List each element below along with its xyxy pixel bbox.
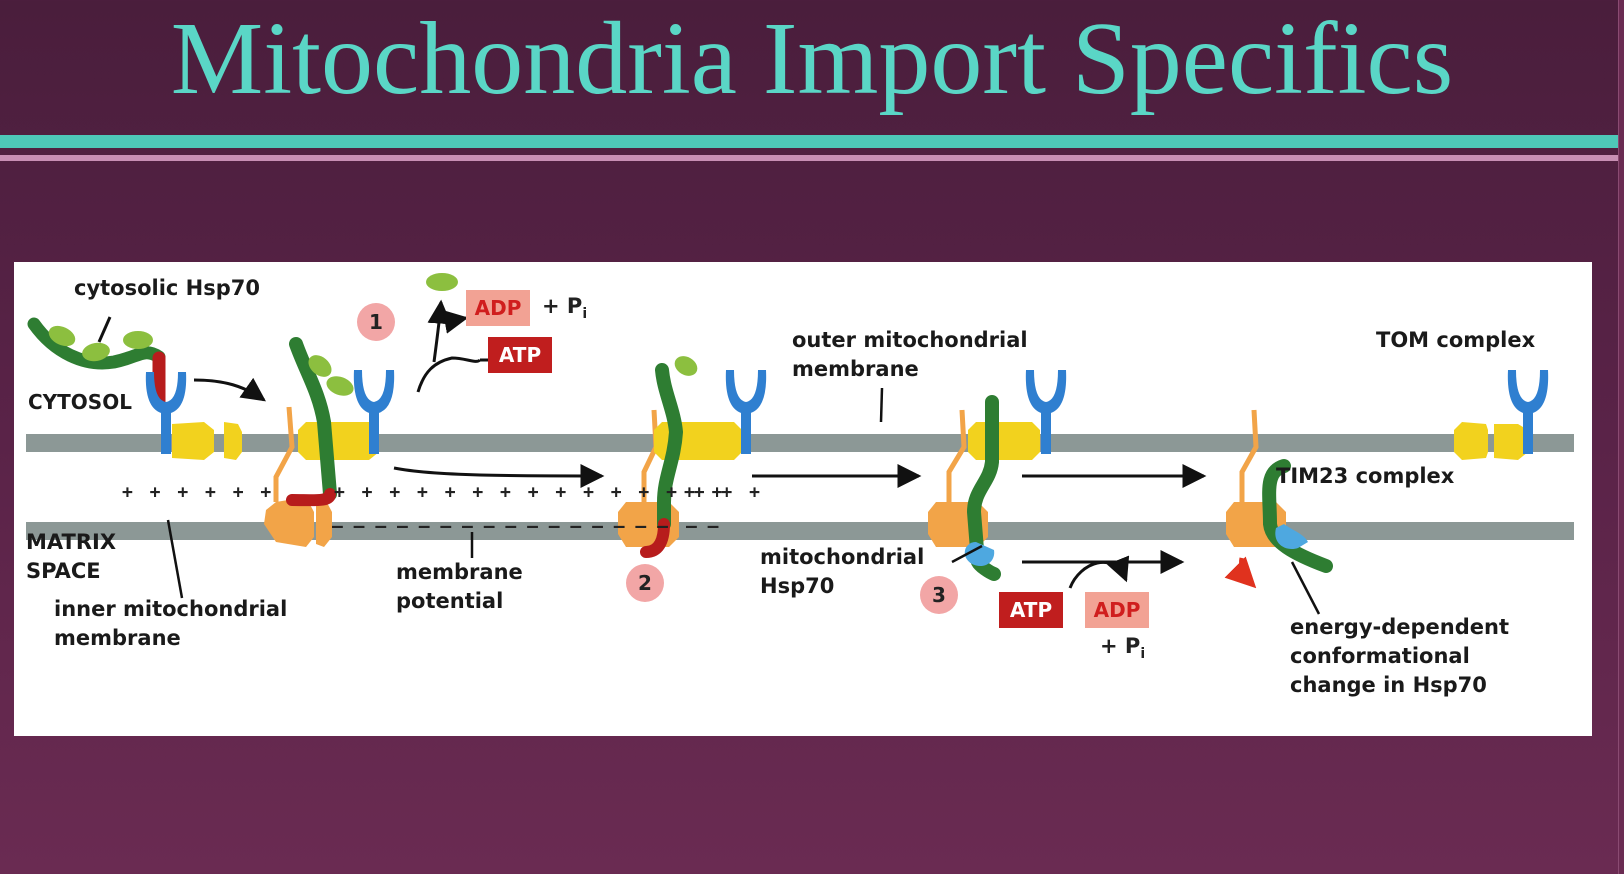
charges-minus-right: – – [686, 516, 719, 537]
label-membrane-potential-2: potential [396, 589, 504, 613]
step-3-badge: 3 [920, 576, 958, 614]
pi-text-3: + P [1100, 634, 1141, 658]
charges-plus-mid: + + + + + + + + + + + + + + + + [334, 482, 763, 503]
step-2-badge: 2 [626, 564, 664, 602]
slide-title: Mitochondria Import Specifics [170, 1, 1454, 116]
label-inner-membrane-1: inner mitochondrial [54, 597, 288, 621]
label-outer-membrane-2: membrane [792, 357, 919, 381]
label-cytosol: CYTOSOL [28, 390, 132, 414]
label-mito-hsp70-1: mitochondrial [760, 545, 925, 569]
adp-box-step3: ADP [1085, 592, 1149, 628]
stage-4 [1224, 409, 1333, 615]
label-tom-complex: TOM complex [1376, 328, 1536, 352]
label-energy-1: energy-dependent [1290, 615, 1509, 639]
title-rule-teal [0, 135, 1618, 148]
label-matrix-1: MATRIX [26, 530, 117, 554]
outer-membrane-leader [879, 387, 884, 423]
step-1-badge: 1 [357, 303, 395, 341]
charges-minus: – – – – – – – – – – – – – – – – [332, 516, 668, 537]
label-outer-membrane-1: outer mitochondrial [792, 328, 1028, 352]
pi-text: + P [542, 294, 583, 318]
pi-sub: i [582, 306, 588, 323]
charges-plus-left: + + + + + + [122, 482, 275, 503]
pi-step3: + Pi [1100, 634, 1145, 662]
pi-sub-3: i [1140, 646, 1146, 663]
atp-box-step1: ATP [488, 337, 552, 373]
label-cytosolic-hsp70: cytosolic Hsp70 [74, 276, 261, 300]
stage-3 [928, 370, 1207, 589]
atp-box-step3: ATP [999, 592, 1063, 628]
label-mito-hsp70-2: Hsp70 [760, 574, 835, 598]
title-rule-pink [0, 155, 1618, 161]
label-energy-2: conformational [1290, 644, 1470, 668]
stage-2 [618, 356, 922, 558]
label-matrix-2: SPACE [26, 559, 101, 583]
label-tim23-complex: TIM23 complex [1276, 464, 1455, 488]
adp-box-step1: ADP [466, 290, 530, 326]
charges-plus-right: + + [684, 482, 726, 503]
outer-membrane [26, 434, 1574, 452]
label-membrane-potential-1: membrane [396, 560, 523, 584]
pi-step1: + Pi [542, 294, 587, 322]
stage-5 [1454, 370, 1549, 460]
label-energy-3: change in Hsp70 [1290, 673, 1487, 697]
import-diagram: cytosolic Hsp70 CYTOSOL 1 ADP + Pi ATP o… [14, 262, 1592, 736]
inner-membrane [26, 522, 1574, 540]
stage-1 [264, 273, 605, 547]
stage-0 [27, 316, 266, 460]
diagram-graphics [26, 273, 1574, 615]
inner-membrane-leader [166, 519, 184, 599]
label-inner-membrane-2: membrane [54, 626, 181, 650]
slide-edge [1618, 0, 1624, 874]
